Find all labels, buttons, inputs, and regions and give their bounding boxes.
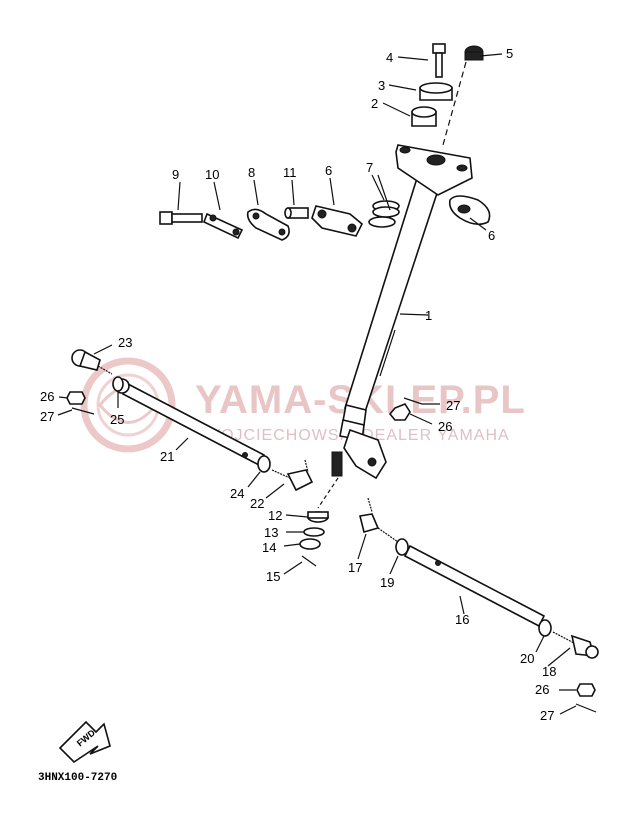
collar-part [411, 106, 437, 127]
label-part-27-left: 27 [40, 409, 54, 424]
plate-8 [246, 208, 290, 241]
label-part-3: 3 [378, 78, 385, 93]
label-part-20: 20 [520, 651, 534, 666]
label-part-5: 5 [506, 46, 513, 61]
diagram-code: 3HNX100-7270 [38, 772, 117, 784]
plate-10 [202, 212, 244, 240]
right-tie-rod-end-18 [552, 631, 599, 659]
label-part-19: 19 [380, 575, 394, 590]
fwd-arrow-icon: FWD [58, 720, 111, 764]
clamp-part [419, 82, 453, 101]
label-part-26-mid: 26 [438, 419, 452, 434]
right-tie-rod [403, 544, 546, 628]
nut-24 [257, 455, 271, 473]
label-part-12: 12 [268, 508, 282, 523]
label-part-11: 11 [283, 165, 297, 180]
pin-15 [301, 555, 317, 567]
bolt-9 [159, 211, 203, 225]
label-part-17: 17 [348, 560, 362, 575]
top-bracket [395, 144, 473, 196]
leader-lines [57, 53, 577, 715]
washer-25 [112, 376, 124, 392]
nut-14 [299, 538, 321, 550]
label-part-8: 8 [248, 165, 255, 180]
top-cap [464, 45, 484, 61]
pin-27-left [71, 407, 95, 415]
label-part-27-mid: 27 [446, 398, 460, 413]
label-part-2: 2 [371, 96, 378, 111]
nut-19 [395, 538, 409, 556]
tie-rod-end-22 [271, 459, 314, 492]
callout-labels: 1 2 3 4 5 6 6 7 8 9 10 11 12 13 14 15 16… [40, 46, 556, 723]
springs-7 [368, 200, 400, 228]
label-part-14: 14 [262, 540, 276, 555]
sleeve-12 [307, 511, 329, 523]
pin-27-right [575, 703, 597, 713]
nut-26-right [576, 683, 596, 697]
label-part-21: 21 [160, 449, 174, 464]
label-part-6-left: 6 [325, 163, 332, 178]
label-part-18: 18 [542, 664, 556, 679]
label-part-23: 23 [118, 335, 132, 350]
label-part-15: 15 [266, 569, 280, 584]
washer-13 [303, 527, 325, 537]
label-part-16: 16 [455, 612, 469, 627]
label-part-24: 24 [230, 486, 244, 501]
bushing-11 [284, 207, 309, 219]
steering-shaft [339, 61, 467, 441]
label-part-27-right: 27 [540, 708, 554, 723]
label-part-25: 25 [110, 412, 124, 427]
nut-26-mid [388, 403, 411, 421]
left-tie-rod-end [71, 349, 113, 375]
nut-20 [538, 619, 552, 637]
label-part-26-right: 26 [535, 682, 549, 697]
pin-27-mid [403, 397, 423, 405]
top-bolt [432, 43, 446, 78]
label-part-9: 9 [172, 167, 179, 182]
label-part-7: 7 [366, 160, 373, 175]
label-part-13: 13 [264, 525, 278, 540]
nut-26-left [66, 391, 86, 405]
pitman-arm [331, 428, 387, 480]
right-bracket [448, 195, 491, 226]
tie-rod-end-17 [359, 497, 399, 543]
holder-6 [311, 205, 363, 237]
label-part-22: 22 [250, 496, 264, 511]
label-part-26-left: 26 [40, 389, 54, 404]
label-part-10: 10 [205, 167, 219, 182]
label-part-4: 4 [386, 50, 393, 65]
label-part-6-right: 6 [488, 228, 495, 243]
label-part-1: 1 [425, 308, 432, 323]
